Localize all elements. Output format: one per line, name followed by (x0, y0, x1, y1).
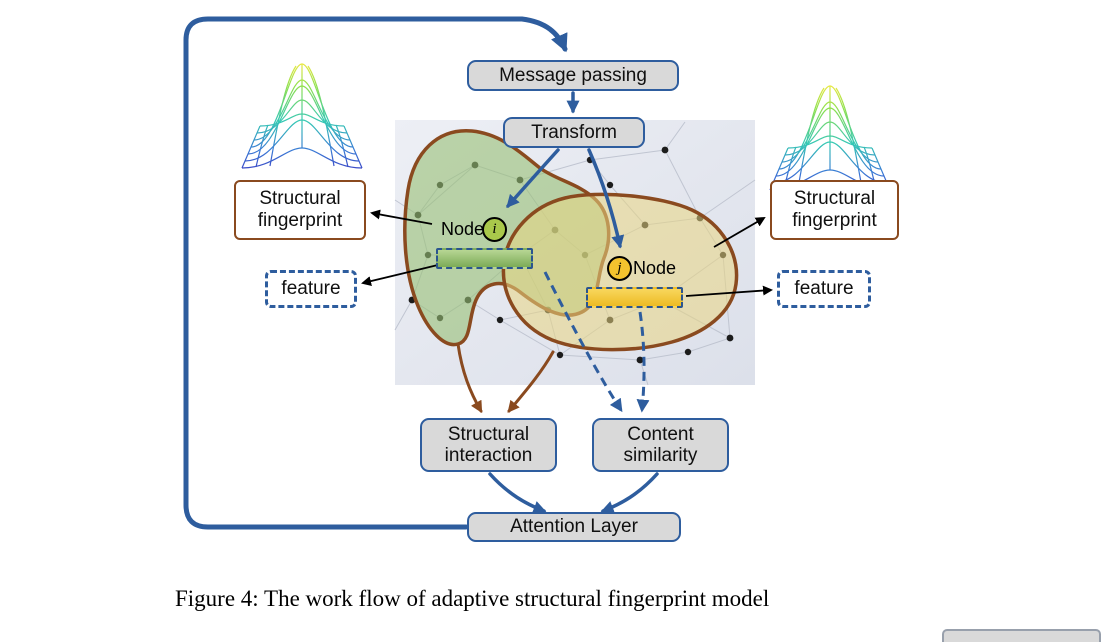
feedback-loop-arrow (183, 16, 568, 530)
node-j-text: Node (633, 258, 677, 278)
blue-flow-arrows (488, 91, 659, 514)
attention-layer-box: Attention Layer (467, 512, 681, 542)
feature-right-label: feature (794, 278, 854, 299)
message-passing-box: Message passing (467, 60, 679, 91)
structural-interaction-box: Structural interaction (420, 418, 557, 472)
node-i-circle: i (482, 217, 507, 242)
node-i-feature-bar (436, 248, 533, 269)
node-j-symbol: j (617, 260, 622, 276)
structural-fingerprint-left-label: Structural fingerprint (257, 188, 343, 231)
feature-left-label: feature (281, 278, 341, 299)
content-similarity-box: Content similarity (592, 418, 729, 472)
feature-left-box: feature (265, 270, 357, 308)
content-similarity-label: Content similarity (623, 423, 698, 466)
node-j-circle: j (607, 256, 632, 281)
figure-caption: Figure 4: The work flow of adaptive stru… (175, 586, 770, 611)
structural-fingerprint-right-box: Structural fingerprint (770, 180, 899, 240)
node-i-symbol: i (492, 221, 497, 237)
dashed-content-arrows (543, 271, 650, 413)
structural-fingerprint-left-box: Structural fingerprint (234, 180, 366, 240)
transform-label: Transform (531, 121, 617, 143)
message-passing-label: Message passing (499, 64, 647, 86)
structural-fingerprint-right-label: Structural fingerprint (792, 188, 877, 231)
feature-right-box: feature (777, 270, 871, 308)
brown-structure-arrows (456, 342, 555, 414)
structural-interaction-label: Structural interaction (444, 423, 533, 466)
node-i-text: Node (441, 219, 485, 239)
attention-layer-label: Attention Layer (510, 516, 638, 538)
black-pointer-arrows (361, 209, 773, 297)
transform-box: Transform (503, 117, 645, 148)
partial-next-figure-box (942, 629, 1101, 642)
gaussian-mesh-left-icon (241, 63, 363, 169)
gaussian-mesh-right-icon (769, 85, 891, 191)
node-j-feature-bar (586, 287, 683, 308)
